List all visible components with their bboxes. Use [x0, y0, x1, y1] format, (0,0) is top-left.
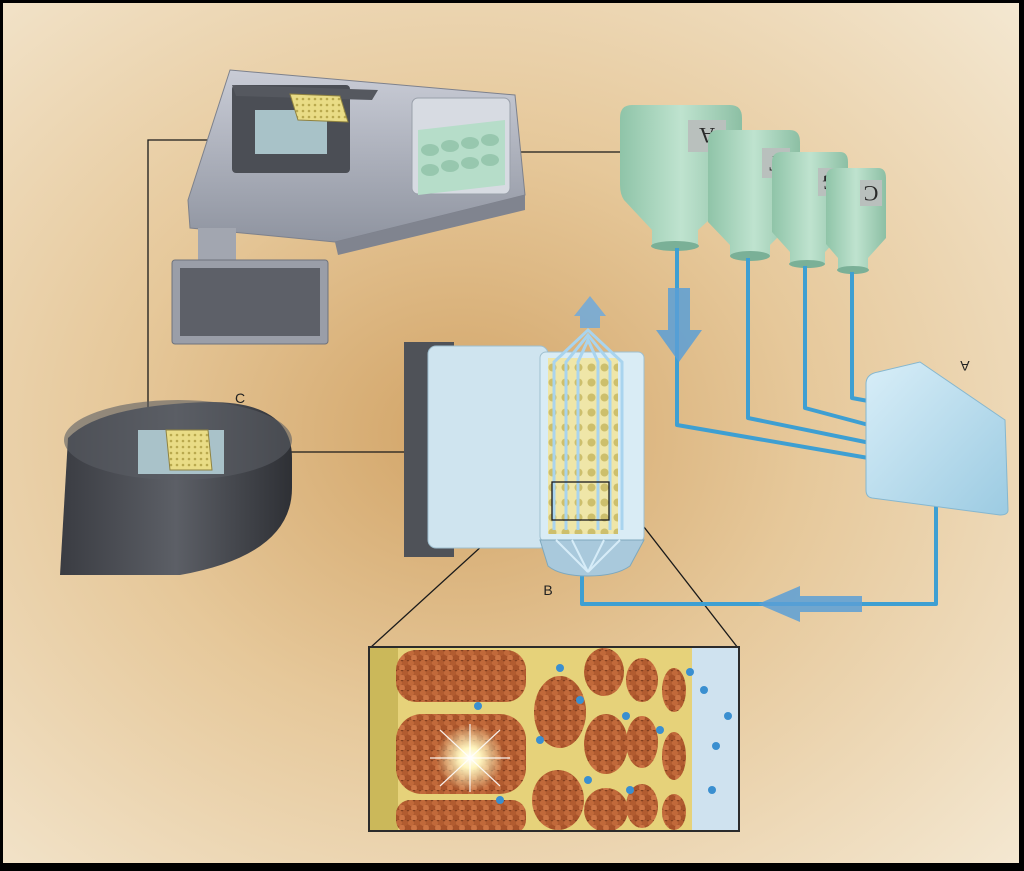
bottle-c-label: C — [864, 181, 879, 206]
flow-cell-holder — [404, 327, 645, 577]
fluidics-unit-a — [865, 361, 1009, 516]
bottle-c: C — [826, 168, 886, 274]
label-a: A — [960, 358, 970, 374]
imaging-instrument — [171, 69, 526, 345]
camera-cylinder — [60, 400, 292, 575]
magnified-inset — [368, 646, 740, 832]
label-c: C — [235, 390, 245, 406]
reagent-bottles: A T G C — [620, 105, 886, 274]
label-b: B — [543, 582, 552, 598]
flow-arrows — [574, 288, 862, 622]
